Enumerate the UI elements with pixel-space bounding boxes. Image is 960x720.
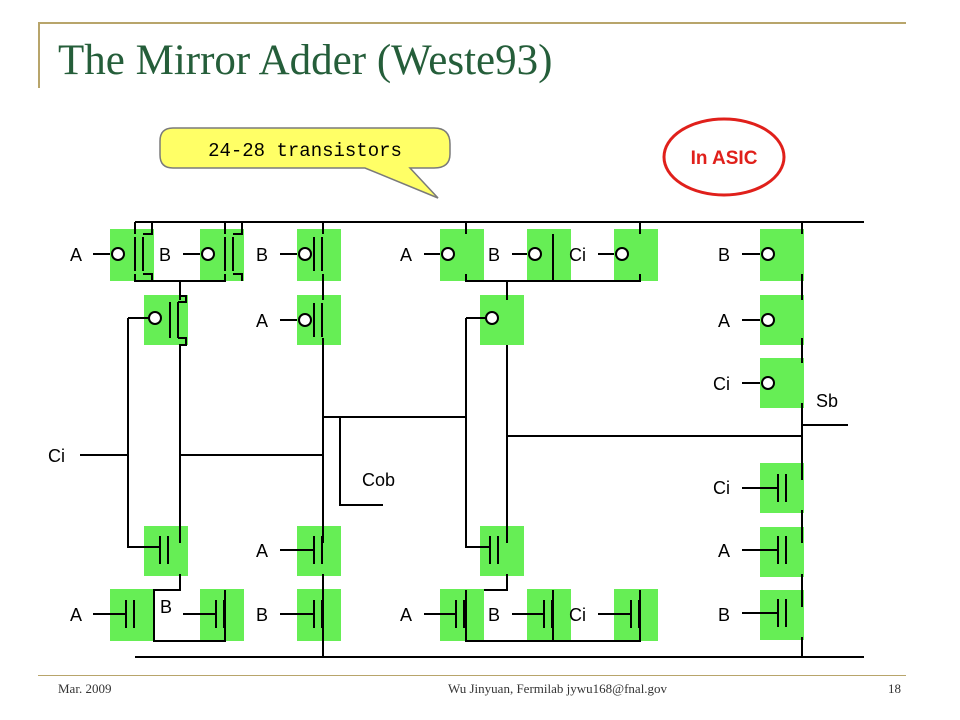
gate-label: B <box>718 605 730 625</box>
gate-label: B <box>256 245 268 265</box>
gate-label: Ci <box>713 374 730 394</box>
gate-label: Ci <box>569 605 586 625</box>
gate-label: A <box>256 541 268 561</box>
gate-label: A <box>400 605 412 625</box>
in-asic-label: In ASIC <box>691 148 758 169</box>
gate-label: B <box>718 245 730 265</box>
callout-label: 24-28 transistors <box>208 140 402 162</box>
in-asic-badge: In ASIC <box>662 117 786 197</box>
gate-label: A <box>718 311 730 331</box>
gate-label: A <box>70 605 82 625</box>
footer-rule <box>38 675 906 676</box>
nmos-b-4 <box>760 590 804 640</box>
gate-label: A <box>70 245 82 265</box>
ci-input-label: Ci <box>48 446 65 466</box>
footer-author: Wu Jinyuan, Fermilab jywu168@fnal.gov <box>448 681 668 696</box>
footer-date: Mar. 2009 <box>58 681 112 696</box>
nmos-ci-1 <box>144 526 188 576</box>
cob-output-label: Cob <box>362 470 395 490</box>
gate-label: B <box>488 245 500 265</box>
nmos-a-4 <box>760 527 804 577</box>
gate-label: A <box>400 245 412 265</box>
gate-label: B <box>256 605 268 625</box>
transistor-blocks <box>110 229 804 641</box>
pmos-bubbles <box>111 247 775 390</box>
frame-left-rule <box>38 22 40 88</box>
slide-title: The Mirror Adder (Weste93) <box>58 37 553 84</box>
gate-label: Ci <box>713 478 730 498</box>
footer-page-number: 18 <box>888 681 901 696</box>
transistor-count-callout: 24-28 transistors <box>159 127 451 199</box>
gate-label: Ci <box>569 245 586 265</box>
sb-output-label: Sb <box>816 391 838 411</box>
gate-label: A <box>718 541 730 561</box>
frame-top-rule <box>38 22 906 24</box>
circuit-wires <box>80 221 864 658</box>
circuit-labels: A B B A B Ci B A A Ci Ci Cob Sb Ci A A A… <box>48 245 838 625</box>
gate-label: A <box>256 311 268 331</box>
gate-label: B <box>160 597 172 617</box>
gate-label: B <box>488 605 500 625</box>
gate-label: B <box>159 245 171 265</box>
nmos-cob <box>480 526 524 576</box>
